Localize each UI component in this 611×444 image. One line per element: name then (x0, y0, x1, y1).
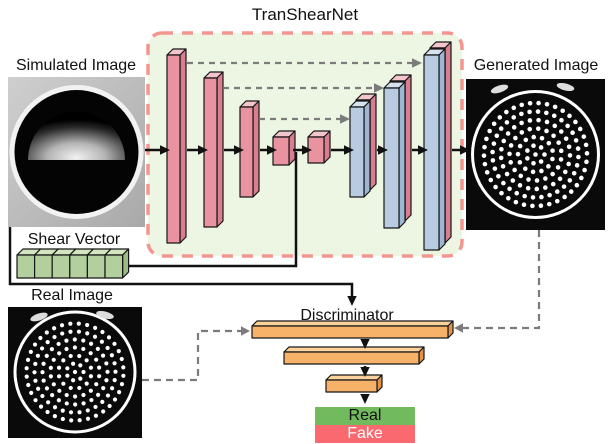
real-output-box: Real (315, 407, 415, 425)
shear-vector-label: Shear Vector (27, 231, 121, 248)
generated-image-thumb (466, 79, 605, 230)
fake-output-box: Fake (315, 425, 415, 443)
discriminator-stack (142, 230, 541, 404)
transhearnet-box (146, 31, 464, 258)
diagram-title: TranShearNet (251, 5, 359, 24)
simulated-image-label: Simulated Image (15, 57, 137, 74)
discriminator-label: Discriminator (300, 307, 394, 324)
real-image-thumb (8, 307, 142, 438)
network-layers (16, 41, 452, 279)
connection-lines (8, 152, 357, 306)
simulated-image-thumb (8, 77, 145, 227)
real-image-label: Real Image (31, 287, 113, 304)
skip-connections (187, 58, 422, 124)
generated-image-label: Generated Image (473, 57, 599, 74)
flow-arrows (145, 145, 470, 155)
